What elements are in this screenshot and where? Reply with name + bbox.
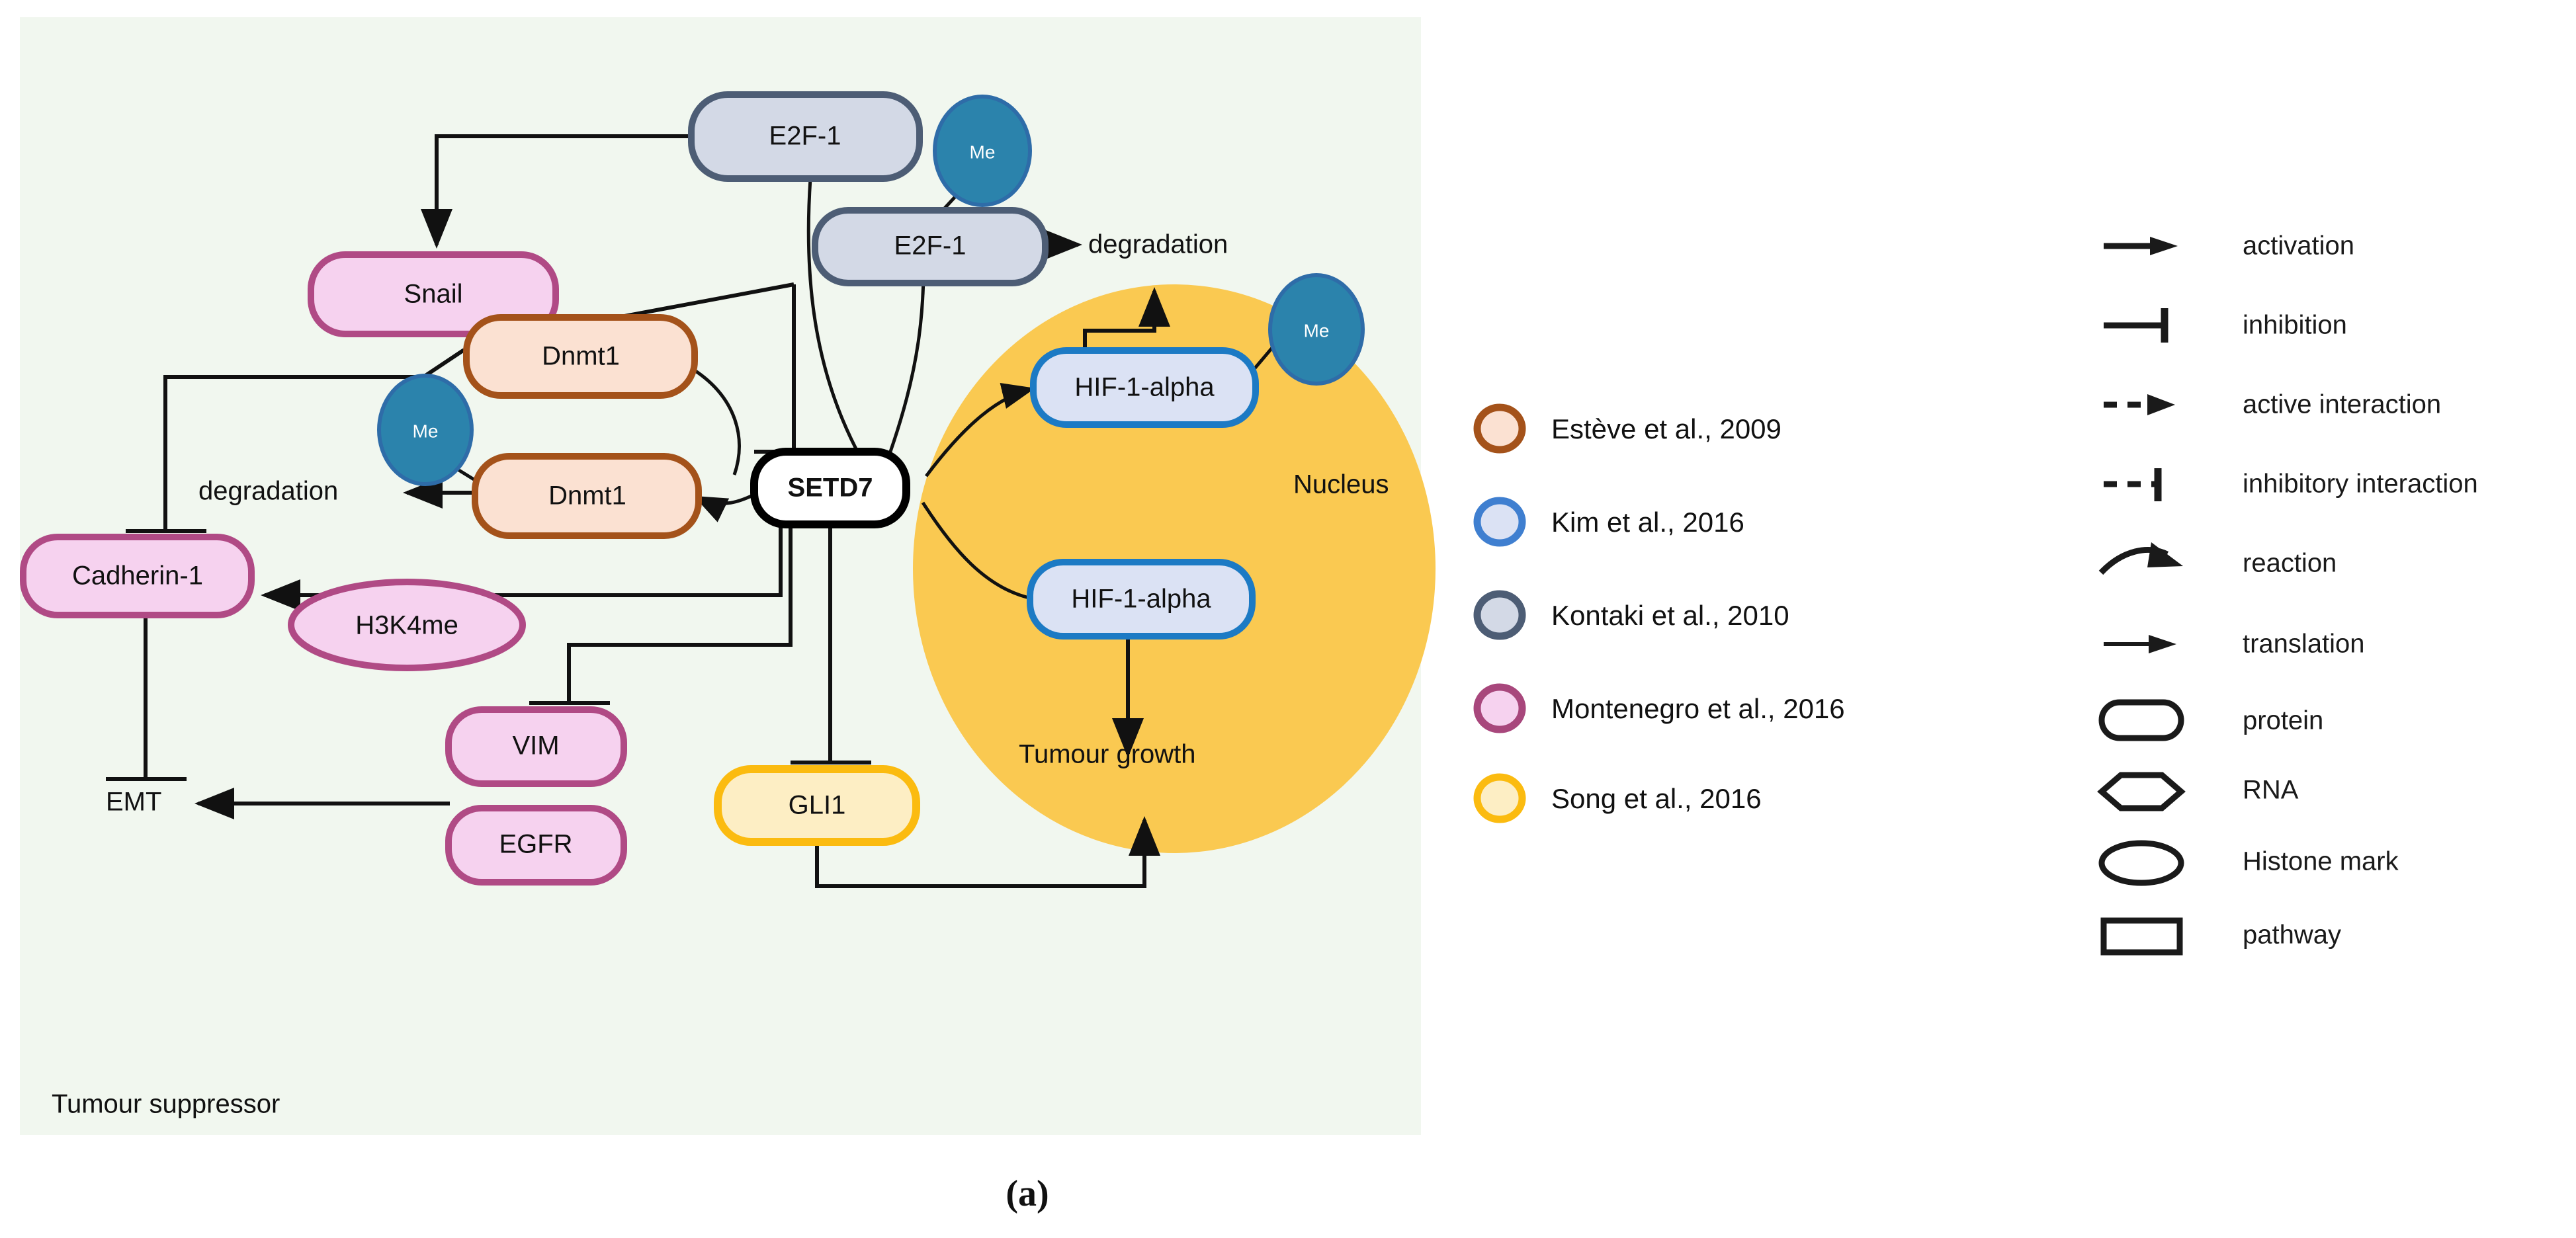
symbol-legend-label: active interaction [2243,390,2441,419]
node-cadherin1[interactable]: Cadherin-1 [20,534,255,618]
legend-label: Kontaki et al., 2010 [1551,600,1789,631]
node-hif1a-top-label: HIF-1-alpha [1074,373,1215,402]
symbol-legend-label: activation [2243,231,2354,261]
node-snail[interactable]: Snail [308,251,559,337]
legend-label: Montenegro et al., 2016 [1551,693,1845,724]
node-snail-label: Snail [404,280,463,309]
node-egfr[interactable]: EGFR [445,805,627,886]
node-egfr-label: EGFR [499,830,572,859]
node-gli1-label: GLI1 [789,791,846,820]
symbol-legend-label: Histone mark [2243,847,2399,876]
node-hif1a-bottom[interactable]: HIF-1-alpha [1027,559,1256,640]
legend-item-esteve[interactable]: Estève et al., 2009 [1473,403,1782,454]
symbol-legend-item-translation[interactable]: translation [2104,630,2365,659]
node-e2f1-bottom[interactable]: E2F-1 [812,207,1049,286]
node-me-dnmt1[interactable]: Me [377,374,474,486]
dashed-t-bar-icon [2104,468,2162,501]
symbol-legend-label: reaction [2243,549,2337,578]
node-setd7-label: SETD7 [788,474,873,503]
reference-legend: Estève et al., 2009 Kim et al., 2016 Kon… [1473,403,1845,823]
node-me-hif1a-label: Me [1304,320,1330,341]
symbol-legend-label: inhibitory interaction [2243,470,2478,499]
process-tumour-growth: Tumour growth [1019,740,1196,769]
legend-item-montenegro[interactable]: Montenegro et al., 2016 [1473,683,1845,733]
legend-swatch-icon [1473,773,1526,823]
node-e2f1-bottom-label: E2F-1 [894,231,966,261]
tumour-suppressor-label: Tumour suppressor [52,1090,280,1119]
node-setd7[interactable]: SETD7 [750,448,910,528]
node-gli1[interactable]: GLI1 [714,765,920,846]
legend-swatch-icon [1473,403,1526,454]
symbol-legend-item-protein[interactable]: protein [2098,699,2323,741]
node-e2f1-top[interactable]: E2F-1 [688,91,923,182]
t-bar-icon [2104,308,2168,343]
node-hif1a-bottom-label: HIF-1-alpha [1071,585,1211,614]
node-dnmt1-top[interactable]: Dnmt1 [463,314,698,399]
legend-label: Song et al., 2016 [1551,783,1762,814]
solid-arrow-icon [2104,237,2178,255]
rounded-rect-icon [2098,699,2184,741]
symbol-legend-item-rna[interactable]: RNA [2097,772,2299,811]
legend-item-song[interactable]: Song et al., 2016 [1473,773,1762,823]
thin-arrow-icon [2104,635,2176,653]
symbol-legend-label: pathway [2243,921,2341,950]
symbol-legend-item-active-interaction[interactable]: active interaction [2104,390,2441,419]
nucleus-label: Nucleus [1293,470,1389,499]
symbol-legend: activation inhibition active interaction [2097,231,2478,956]
process-emt: EMT [106,788,161,817]
symbol-legend-item-histone-mark[interactable]: Histone mark [2098,840,2399,886]
symbol-legend-item-inhibitory-interaction[interactable]: inhibitory interaction [2104,468,2478,501]
symbol-legend-label: protein [2243,706,2323,735]
node-h3k4me-label: H3K4me [355,611,458,640]
node-cadherin1-label: Cadherin-1 [72,561,203,591]
curved-arrow-icon [2098,542,2183,575]
node-dnmt1-bottom-label: Dnmt1 [548,481,626,511]
symbol-legend-item-inhibition[interactable]: inhibition [2104,308,2347,343]
process-degradation-e2f1: degradation [1088,230,1228,259]
legend-label: Kim et al., 2016 [1551,507,1744,538]
legend-item-kontaki[interactable]: Kontaki et al., 2010 [1473,590,1789,640]
symbol-legend-label: RNA [2243,776,2299,805]
node-me-dnmt1-label: Me [413,421,439,441]
symbol-legend-label: translation [2243,630,2365,659]
ellipse-icon [2098,840,2184,886]
legend-swatch-icon [1473,590,1526,640]
legend-label: Estève et al., 2009 [1551,413,1782,444]
node-vim-label: VIM [512,731,559,761]
symbol-legend-label: inhibition [2243,311,2347,340]
symbol-legend-item-reaction[interactable]: reaction [2098,542,2337,578]
process-degradation-dnmt1: degradation [198,477,338,506]
edge-layer [106,134,1277,888]
legend-item-kim[interactable]: Kim et al., 2016 [1473,497,1744,547]
legend-swatch-icon [1473,497,1526,547]
node-me-e2f1[interactable]: Me [933,95,1032,207]
figure-caption: (a) [1006,1173,1049,1214]
hexagon-icon [2097,772,2186,811]
rectangle-icon [2100,917,2183,956]
node-hif1a-top[interactable]: HIF-1-alpha [1030,347,1259,428]
node-vim[interactable]: VIM [445,706,627,787]
symbol-legend-item-activation[interactable]: activation [2104,231,2354,261]
node-h3k4me[interactable]: H3K4me [288,579,526,671]
node-e2f1-top-label: E2F-1 [769,122,841,151]
legend-swatch-icon [1473,683,1526,733]
symbol-legend-item-pathway[interactable]: pathway [2100,917,2341,956]
node-dnmt1-bottom[interactable]: Dnmt1 [472,453,702,539]
node-me-hif1a[interactable]: Me [1268,273,1365,386]
node-me-e2f1-label: Me [970,142,996,162]
dashed-arrow-icon [2104,394,2175,415]
node-dnmt1-top-label: Dnmt1 [542,342,620,371]
